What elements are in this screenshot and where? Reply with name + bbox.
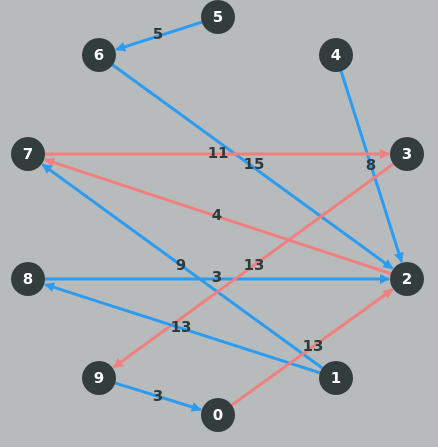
node-2: 2 (390, 262, 424, 296)
edge-weight-1-to-8: 13 (171, 318, 192, 336)
node-circle-8 (11, 262, 45, 296)
node-circle-0 (201, 398, 235, 432)
edge-2-to-7 (44, 157, 392, 276)
node-circle-2 (390, 262, 424, 296)
edge-weight-0-to-2: 13 (303, 337, 324, 355)
edge-3-to-9 (112, 162, 395, 369)
node-0: 0 (201, 398, 235, 432)
edge-weight-1-to-7: 9 (176, 256, 186, 274)
node-8: 8 (11, 262, 45, 296)
node-circle-7 (11, 137, 45, 171)
node-label-0: 0 (213, 406, 223, 424)
node-5: 5 (201, 0, 235, 34)
edges-layer (41, 20, 404, 412)
edge-4-to-2 (339, 70, 404, 263)
edge-1-to-8 (44, 282, 321, 375)
node-1: 1 (319, 361, 353, 395)
node-3: 3 (390, 137, 424, 171)
edge-weight-2-to-7: 4 (212, 206, 222, 224)
edge-weight-7-to-3: 11 (208, 144, 229, 162)
edge-9-to-0 (114, 381, 202, 412)
node-circle-4 (319, 38, 353, 72)
edge-weight-8-to-2: 3 (212, 268, 222, 286)
node-circle-1 (319, 361, 353, 395)
node-label-4: 4 (331, 46, 341, 64)
edge-5-to-6 (115, 20, 203, 52)
node-4: 4 (319, 38, 353, 72)
edge-1-to-7 (41, 163, 324, 370)
node-9: 9 (82, 361, 116, 395)
node-label-8: 8 (23, 270, 33, 288)
node-label-3: 3 (402, 145, 412, 163)
node-7: 7 (11, 137, 45, 171)
edge-weight-3-to-9: 13 (244, 256, 265, 274)
node-label-6: 6 (94, 46, 104, 64)
node-label-1: 1 (331, 369, 341, 387)
edge-weight-5-to-6: 5 (153, 25, 163, 43)
node-label-2: 2 (402, 270, 412, 288)
node-circle-5 (201, 0, 235, 34)
node-circle-6 (82, 38, 116, 72)
node-circle-3 (390, 137, 424, 171)
edge-6-to-2 (111, 63, 394, 270)
edge-weight-4-to-2: 8 (366, 156, 376, 174)
node-label-7: 7 (23, 145, 33, 163)
node-label-9: 9 (94, 369, 104, 387)
edge-weight-6-to-2: 15 (244, 155, 265, 173)
node-label-5: 5 (213, 8, 223, 26)
edge-weight-9-to-0: 3 (153, 387, 163, 405)
edge-labels-layer: 5 15 8 11 4 9 3 13 13 13 3 (153, 25, 376, 405)
nodes-layer: 0 1 2 3 4 5 6 7 8 9 (11, 0, 424, 432)
node-6: 6 (82, 38, 116, 72)
node-circle-9 (82, 361, 116, 395)
edge-0-to-2 (230, 288, 394, 407)
